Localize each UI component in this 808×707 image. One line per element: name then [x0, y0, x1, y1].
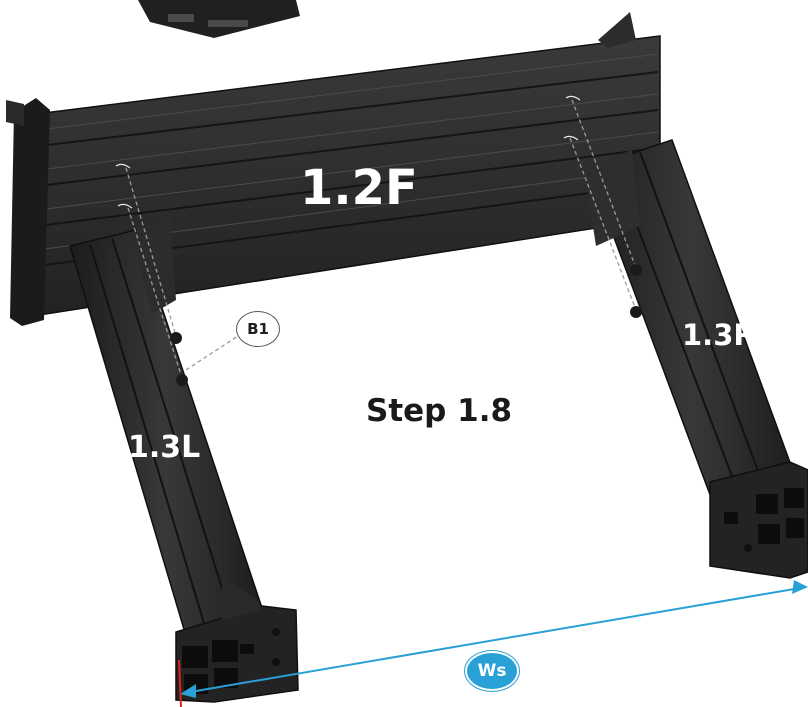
label-1-3r: 1.3R	[682, 318, 756, 352]
bolt-b1-fasteners	[170, 264, 642, 386]
right-profile-1-3r	[584, 139, 808, 579]
width-dimension-line	[180, 580, 808, 698]
t-nut-markers	[115, 95, 581, 209]
bolt-callout-b1: B1	[236, 311, 280, 347]
width-callout-ws: Ws	[465, 651, 519, 691]
bolt-guide-lines	[125, 99, 637, 379]
front-profile-1-2f	[6, 12, 661, 326]
reference-line	[178, 659, 182, 707]
label-1-2f: 1.2F	[300, 160, 418, 216]
label-1-3l: 1.3L	[128, 430, 201, 465]
upper-extrusion-fragment	[138, 0, 300, 38]
step-title: Step 1.8	[366, 393, 513, 429]
